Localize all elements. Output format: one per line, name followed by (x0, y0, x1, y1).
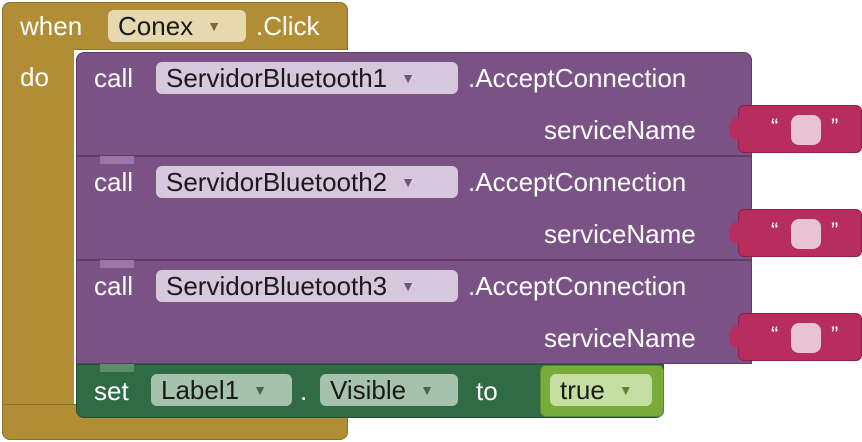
call-component-dropdown-2[interactable]: ServidorBluetooth2 ▼ (156, 166, 458, 198)
triangle-down-icon: ▼ (253, 382, 267, 398)
text-string-block-3[interactable]: “ ” (729, 313, 862, 361)
triangle-down-icon: ▼ (207, 18, 222, 34)
do-label: do (20, 62, 49, 92)
socket-tab (729, 118, 747, 140)
call-method-label-3: .AcceptConnection (468, 271, 687, 301)
triangle-down-icon: ▼ (618, 382, 633, 398)
call-label-3: call (94, 271, 134, 301)
connector-notch (100, 156, 134, 164)
text-string-block-2[interactable]: “ ” (729, 209, 862, 257)
call-component-label-3: ServidorBluetooth3 (166, 270, 388, 301)
open-quote-2: “ (771, 218, 779, 243)
call-component-label-2: ServidorBluetooth2 (166, 166, 388, 197)
call-method-label-2: .AcceptConnection (468, 167, 687, 197)
text-string-block-1[interactable]: “ ” (729, 105, 862, 153)
event-block-body (2, 48, 74, 404)
to-label: to (476, 376, 498, 406)
param-label-1: serviceName (544, 115, 696, 145)
triangle-down-icon: ▼ (401, 174, 415, 190)
set-dot-label: . (300, 376, 308, 406)
call-method-label-1: .AcceptConnection (468, 63, 687, 93)
event-component-label: Conex (118, 10, 194, 41)
call-label-1: call (94, 63, 134, 93)
param-label-3: serviceName (544, 323, 696, 353)
call-label-2: call (94, 167, 134, 197)
close-quote-2: ” (831, 218, 839, 243)
call-component-dropdown-3[interactable]: ServidorBluetooth3 ▼ (156, 270, 458, 302)
call-component-label-1: ServidorBluetooth1 (166, 62, 388, 93)
triangle-down-icon: ▼ (401, 278, 415, 294)
logic-value-label: true (560, 374, 605, 405)
close-quote-1: ” (831, 114, 839, 139)
set-property-label: Visible (330, 374, 407, 405)
set-property-dropdown[interactable]: Visible ▼ (320, 374, 458, 406)
empty-text-field-2[interactable] (791, 219, 821, 249)
triangle-down-icon: ▼ (401, 70, 415, 86)
close-quote-3: ” (831, 322, 839, 347)
empty-text-field-3[interactable] (791, 323, 821, 353)
param-label-2: serviceName (544, 219, 696, 249)
open-quote-3: “ (771, 322, 779, 347)
set-label: set (94, 376, 129, 406)
triangle-down-icon: ▼ (420, 382, 434, 398)
set-component-dropdown[interactable]: Label1 ▼ (151, 374, 292, 406)
socket-tab (729, 222, 747, 244)
open-quote-1: “ (771, 114, 779, 139)
socket-tab (729, 326, 747, 348)
set-component-label: Label1 (161, 374, 240, 405)
when-label: when (20, 11, 83, 41)
call-component-dropdown-1[interactable]: ServidorBluetooth1 ▼ (156, 62, 458, 94)
event-component-dropdown[interactable]: Conex ▼ (108, 10, 246, 42)
logic-value-dropdown[interactable]: true ▼ (550, 374, 652, 406)
empty-text-field-1[interactable] (791, 115, 821, 145)
event-name-label: .Click (256, 11, 320, 41)
connector-notch (100, 260, 134, 268)
connector-notch (100, 364, 134, 372)
